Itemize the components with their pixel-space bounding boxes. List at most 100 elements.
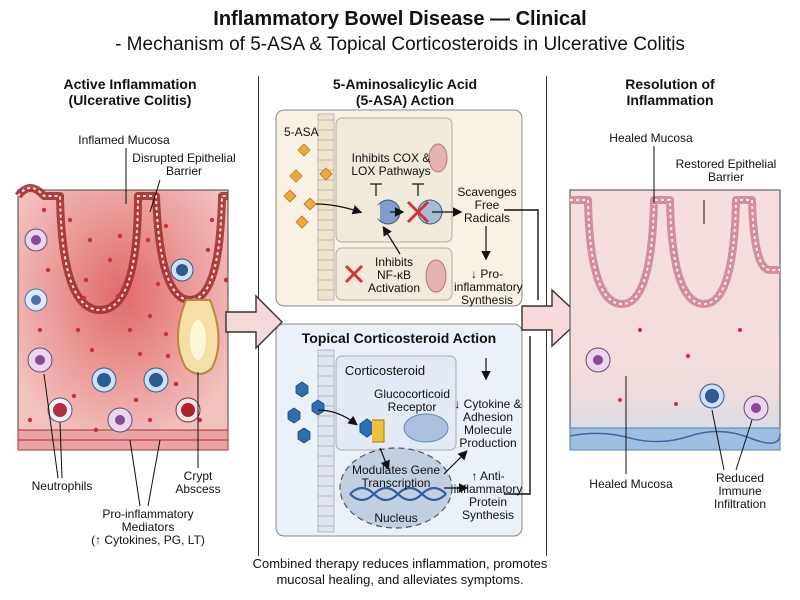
label-line: Mediators <box>121 520 175 534</box>
mediator-dot <box>83 277 89 283</box>
label-pro-inflammatory-synthesis: ↓ Pro- inflammatory Synthesis <box>454 268 523 307</box>
label-scavenges-radicals: Scavenges Free Radicals <box>454 186 520 225</box>
mediator-dot <box>93 427 99 433</box>
blocked-x-icon <box>406 200 430 224</box>
immune-cells-left <box>24 228 201 433</box>
left-leader-lines <box>43 148 199 507</box>
label-line: Barrier <box>707 170 744 184</box>
connector-top <box>504 209 539 300</box>
label-line: ↑ Anti- <box>471 469 505 483</box>
label-line: Glucocorticoid <box>373 387 451 401</box>
mediator-dot <box>89 347 95 353</box>
label-line: Molecule <box>463 423 513 437</box>
mediator-dot <box>137 351 143 357</box>
mediator-dot <box>205 247 211 253</box>
footer-summary: Combined therapy reduces inflammation, p… <box>200 556 600 588</box>
steroid-arrows <box>317 358 491 493</box>
middle-heading-line: (5-ASA) Action <box>355 92 455 108</box>
label-modulates-gene-transcription: Modulates Gene Transcription <box>344 464 448 490</box>
label-glucocorticoid-receptor: Glucocorticoid Receptor <box>370 388 454 414</box>
mediator-dot <box>133 397 139 403</box>
label-line: LOX Pathways <box>351 164 431 178</box>
mediator-dot <box>71 393 77 399</box>
mediator-dot <box>117 233 123 239</box>
label-line: Pro-inflammatory <box>102 507 194 521</box>
asa-arrows <box>315 183 491 261</box>
footer-line: Combined therapy reduces inflammation, p… <box>252 556 548 571</box>
hexagon-icon <box>297 427 311 444</box>
mediator-dot <box>27 417 33 423</box>
mediator-dot <box>145 237 151 243</box>
steroid-panel <box>275 323 523 537</box>
label-line: Synthesis <box>461 508 515 522</box>
right-column-heading: Resolution of Inflammation <box>580 76 760 108</box>
asa-epithelium-stripes <box>318 119 334 291</box>
label-line: Free <box>474 198 500 212</box>
mediator-dot <box>163 223 169 229</box>
label-line: Restored Epithelial <box>675 157 777 171</box>
label-line: Inhibits COX & <box>351 151 431 165</box>
label-crypt-abscess: Crypt Abscess <box>168 470 228 496</box>
mediator-dot <box>75 327 81 333</box>
right-heading-line: Inflammation <box>626 92 714 108</box>
mediator-dot <box>163 331 169 337</box>
flow-arrow-left <box>225 294 283 350</box>
label-line: Activation <box>367 281 421 295</box>
mediator-dot <box>155 281 161 287</box>
footer-line: mucosal healing, and alleviates symptoms… <box>276 572 524 587</box>
label-5asa: 5-ASA <box>284 125 319 139</box>
mediator-dot <box>173 381 179 387</box>
label-line: ↓ Cytokine & <box>454 397 522 411</box>
label-inhibits-nfkb: Inhibits NF-κB Activation <box>364 256 424 295</box>
dna-icon <box>349 486 447 502</box>
label-line: Reduced <box>715 471 765 485</box>
mediator-dot <box>81 295 87 301</box>
label-line: Barrier <box>165 164 202 178</box>
connector-bottom <box>504 336 531 495</box>
label-line: Inhibits <box>374 255 414 269</box>
mediator-dot <box>41 207 47 213</box>
label-line: Abscess <box>175 482 221 496</box>
mediator-dot <box>147 313 153 319</box>
label-line: Immune <box>718 484 762 498</box>
mediator-dot <box>147 417 153 423</box>
label-healed-mucosa-bottom: Healed Mucosa <box>589 477 673 491</box>
label-healed-mucosa-top: Healed Mucosa <box>609 131 693 145</box>
right-leader-lines <box>625 146 753 474</box>
label-line: inflammatory <box>454 280 523 294</box>
right-heading-line: Resolution of <box>625 76 715 92</box>
mediator-dot <box>67 217 73 223</box>
label-line: inflammatory <box>453 482 523 496</box>
hexagon-icon <box>287 407 301 424</box>
label-line: Infiltration <box>713 497 767 511</box>
label-neutrophils: Neutrophils <box>31 479 93 493</box>
label-line: Disrupted Epithelial <box>132 151 236 165</box>
asa-diamond-icon <box>295 215 309 229</box>
label-line: Radicals <box>463 211 511 225</box>
hexagon-icon <box>295 381 309 398</box>
mediator-dots <box>27 207 229 433</box>
label-line: Adhesion <box>462 410 514 424</box>
steroid-epithelium-stripes <box>318 355 334 527</box>
label-line: NF-κB <box>377 268 411 282</box>
label-restored-barrier: Restored Epithelial Barrier <box>666 158 786 184</box>
page-title: Inflammatory Bowel Disease — Clinical <box>213 8 587 30</box>
label-line: (↑ Cytokines, PG, LT) <box>91 533 205 547</box>
nfkb-blocked-icon <box>344 264 364 284</box>
mediator-dot <box>127 327 133 333</box>
label-anti-inflammatory-synthesis: ↑ Anti- inflammatory Protein Synthesis <box>452 470 524 522</box>
mediator-dot <box>115 293 121 299</box>
label-inflamed-mucosa: Inflamed Mucosa <box>78 133 170 147</box>
mediator-dot <box>45 267 51 273</box>
label-line: Crypt <box>183 469 213 483</box>
label-line: Production <box>459 436 517 450</box>
left-heading-line: (Ulcerative Colitis) <box>68 92 192 108</box>
label-inhibits-cox-lox: Inhibits COX & LOX Pathways <box>346 152 436 178</box>
asa-diamond-icon <box>289 169 303 183</box>
left-column-heading: Active Inflammation (Ulcerative Colitis) <box>20 76 240 108</box>
label-line: Scavenges <box>457 185 517 199</box>
asa-diamond-icon <box>319 167 333 181</box>
label-mediators: Pro-inflammatory Mediators (↑ Cytokines,… <box>78 508 218 547</box>
hexagon-icon <box>311 399 325 416</box>
